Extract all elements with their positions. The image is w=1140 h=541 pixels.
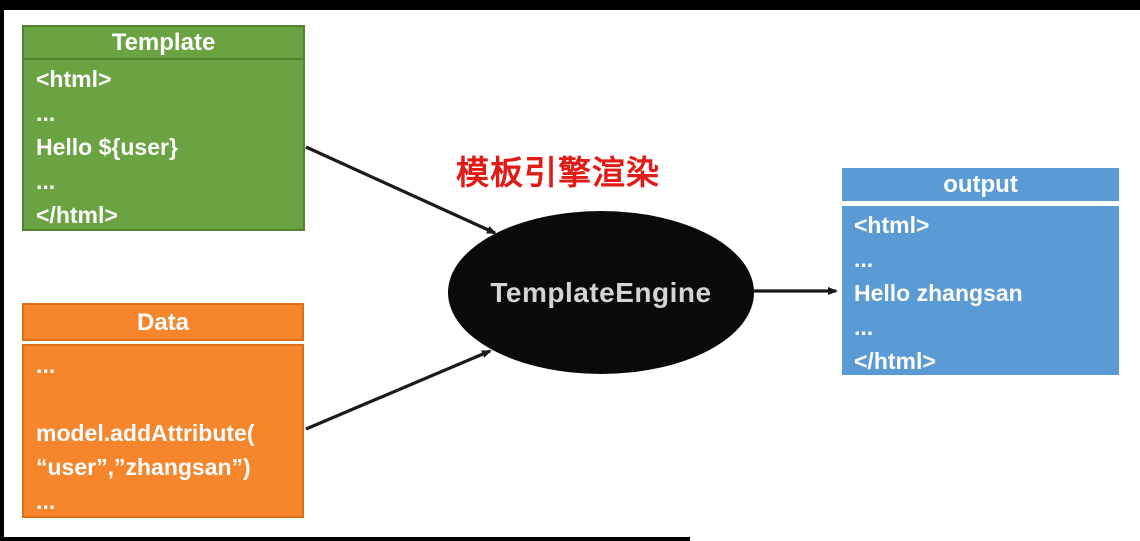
data-box: Data ... model.addAttribute( “user”,”zha… bbox=[22, 303, 304, 518]
arrow-data-to-engine-icon bbox=[305, 349, 492, 431]
template-engine-node: TemplateEngine bbox=[448, 211, 754, 374]
render-annotation: 模板引擎渲染 bbox=[456, 154, 660, 191]
code-line: ... bbox=[36, 100, 56, 126]
code-line: ... bbox=[36, 352, 56, 378]
output-box: output <html> ... Hello zhangsan ... </h… bbox=[842, 168, 1119, 375]
output-box-code: <html> ... Hello zhangsan ... </html> bbox=[842, 206, 1119, 375]
code-line: ... bbox=[854, 246, 874, 272]
code-line: ... bbox=[854, 314, 874, 340]
template-box: Template <html> ... Hello ${user} ... </… bbox=[22, 25, 305, 231]
code-line: </html> bbox=[36, 202, 118, 227]
output-box-title: output bbox=[842, 168, 1119, 201]
code-line: </html> bbox=[854, 348, 936, 374]
top-black-bar bbox=[0, 0, 1140, 10]
data-box-title: Data bbox=[22, 303, 304, 341]
code-line: <html> bbox=[854, 212, 930, 238]
template-engine-label: TemplateEngine bbox=[490, 276, 712, 308]
code-line: “user”,”zhangsan”) bbox=[36, 454, 251, 480]
code-line: Hello zhangsan bbox=[854, 280, 1023, 306]
left-black-bar bbox=[0, 0, 4, 541]
code-line: ... bbox=[36, 488, 56, 514]
bottom-black-bar bbox=[0, 537, 690, 541]
code-line: <html> bbox=[36, 66, 112, 92]
data-box-code: ... model.addAttribute( “user”,”zhangsan… bbox=[22, 344, 304, 518]
code-line: model.addAttribute( bbox=[36, 420, 255, 446]
code-line: Hello ${user} bbox=[36, 134, 178, 160]
template-box-title: Template bbox=[24, 27, 303, 60]
code-line bbox=[36, 382, 302, 416]
template-box-code: <html> ... Hello ${user} ... </html> bbox=[24, 60, 303, 227]
code-line: ... bbox=[36, 168, 56, 194]
